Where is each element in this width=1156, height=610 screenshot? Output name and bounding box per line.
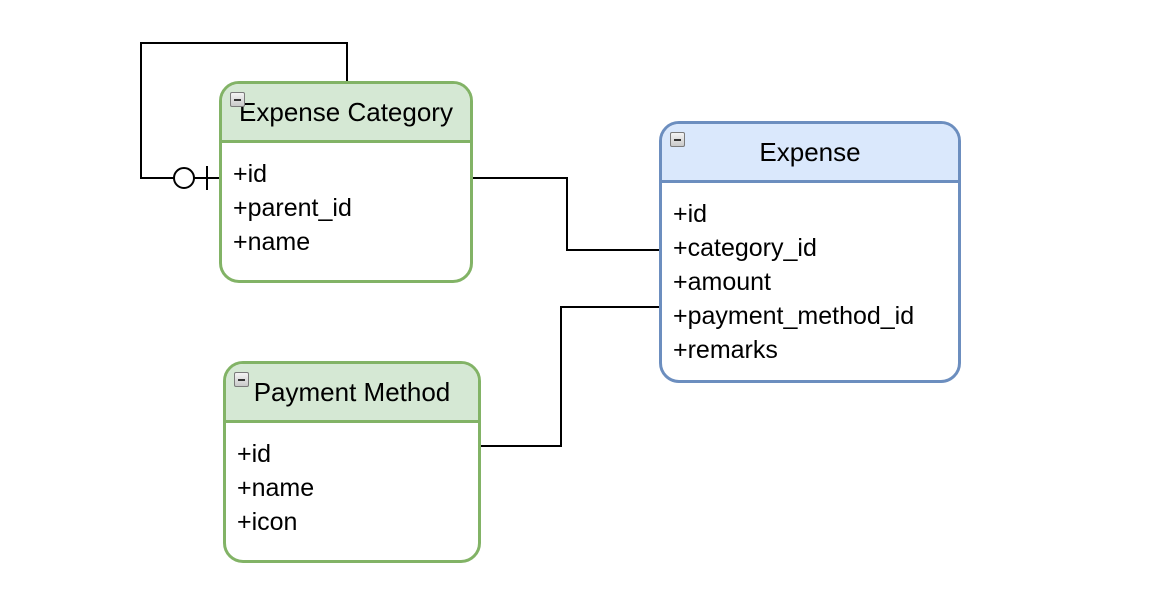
entity-header: Expense — [662, 124, 958, 183]
attribute-list: +id +parent_id +name — [222, 143, 470, 259]
attribute-item: +amount — [673, 268, 771, 296]
entity-title: Expense — [759, 136, 861, 167]
attribute-item: +remarks — [673, 336, 778, 364]
attribute-item: +payment_method_id — [673, 302, 915, 330]
entity-header: Payment Method — [226, 364, 478, 423]
attribute-list: +id +name +icon — [226, 423, 478, 539]
attribute-item: +name — [233, 228, 311, 256]
payment-expense-connector — [481, 306, 659, 447]
category-expense-connector — [473, 177, 659, 251]
collapse-icon[interactable] — [670, 132, 685, 147]
self-relation-connector — [140, 42, 348, 179]
attribute-item: +name — [237, 474, 315, 502]
collapse-icon[interactable] — [230, 92, 245, 107]
entity-title: Payment Method — [253, 376, 451, 407]
attribute-item: +category_id — [673, 234, 817, 262]
attribute-item: +id — [237, 440, 272, 468]
entity-title: Expense Category — [239, 96, 453, 127]
collapse-icon[interactable] — [234, 372, 249, 387]
attribute-item: +id — [673, 200, 708, 228]
entity-header: Expense Category — [222, 84, 470, 143]
attribute-list: +id +category_id +amount +payment_method… — [662, 183, 958, 367]
attribute-item: +parent_id — [233, 194, 352, 222]
entity-expense[interactable]: Expense +id +category_id +amount +paymen… — [659, 121, 961, 383]
entity-payment-method[interactable]: Payment Method +id +name +icon — [223, 361, 481, 563]
attribute-item: +id — [233, 160, 268, 188]
entity-expense-category[interactable]: Expense Category +id +parent_id +name — [219, 81, 473, 283]
zero-marker-icon — [173, 167, 195, 189]
attribute-item: +icon — [237, 508, 298, 536]
